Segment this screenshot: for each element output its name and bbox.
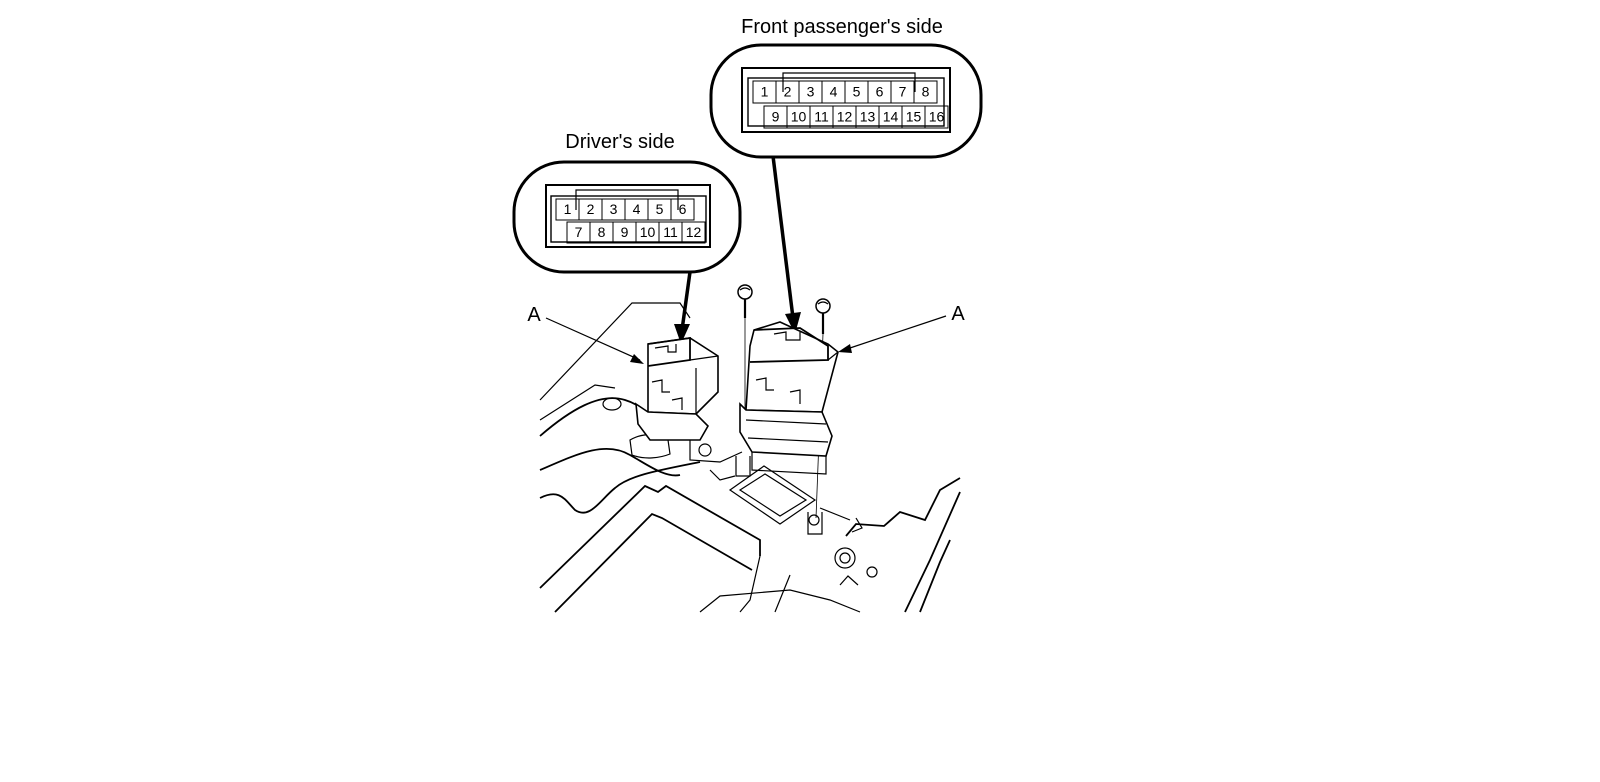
front-passenger-bottom-pin-number: 9 — [772, 109, 780, 125]
driver-bottom-pin-number: 12 — [686, 224, 702, 240]
front-passenger-top-pin-number: 7 — [899, 84, 907, 100]
driver-side-title: Driver's side — [565, 131, 674, 153]
driver-bottom-pin-number: 10 — [640, 224, 656, 240]
front-passenger-top-pin-number: 3 — [807, 84, 815, 100]
front-passenger-top-pin-number: 4 — [830, 84, 838, 100]
driver-bottom-pin-number: 7 — [575, 224, 583, 240]
console-housing-drawing — [539, 302, 961, 613]
driver-top-pin-number: 6 — [679, 201, 687, 217]
front-passenger-top-pin-cell — [913, 80, 938, 104]
driver-pointer-arrow — [674, 271, 692, 344]
front-passenger-bottom-pin-number: 15 — [906, 109, 922, 125]
driver-bottom-pin-cell — [681, 221, 706, 244]
front-passenger-bottom-pin-row: 9 10 11 12 13 14 15 16 — [763, 105, 949, 129]
driver-bottom-pin-number: 11 — [663, 224, 678, 240]
callout-a-right: A — [951, 303, 965, 325]
callout-a-left-leader — [545, 317, 644, 364]
driver-bottom-pin-number: 9 — [621, 224, 629, 240]
front-passenger-top-pin-number: 1 — [761, 84, 769, 100]
front-passenger-top-pin-number: 2 — [784, 84, 792, 100]
front-passenger-bottom-pin-number: 13 — [860, 109, 876, 125]
callout-a-left: A — [527, 304, 541, 326]
front-passenger-bottom-pin-number: 10 — [791, 109, 807, 125]
front-passenger-top-pin-number: 5 — [853, 84, 861, 100]
driver-top-pin-number: 3 — [610, 201, 618, 217]
callout-a-right-leader — [838, 315, 947, 353]
front-passenger-bottom-pin-number: 12 — [837, 109, 853, 125]
driver-top-pin-number: 1 — [564, 201, 572, 217]
front-passenger-side-title: Front passenger's side — [741, 16, 943, 38]
front-passenger-bottom-pin-cell — [924, 105, 949, 129]
driver-top-pin-number: 2 — [587, 201, 595, 217]
front-passenger-bottom-pin-number: 16 — [929, 109, 945, 125]
front-passenger-bottom-pin-number: 11 — [814, 109, 829, 125]
driver-top-pin-cell — [670, 198, 695, 221]
front-passenger-pointer-arrow — [771, 155, 801, 334]
front-passenger-top-pin-number: 8 — [922, 84, 930, 100]
driver-bottom-pin-number: 8 — [598, 224, 606, 240]
front-passenger-top-pin-number: 6 — [876, 84, 884, 100]
front-passenger-bottom-pin-number: 14 — [883, 109, 899, 125]
driver-top-pin-number: 5 — [656, 201, 664, 217]
driver-top-pin-number: 4 — [633, 201, 641, 217]
